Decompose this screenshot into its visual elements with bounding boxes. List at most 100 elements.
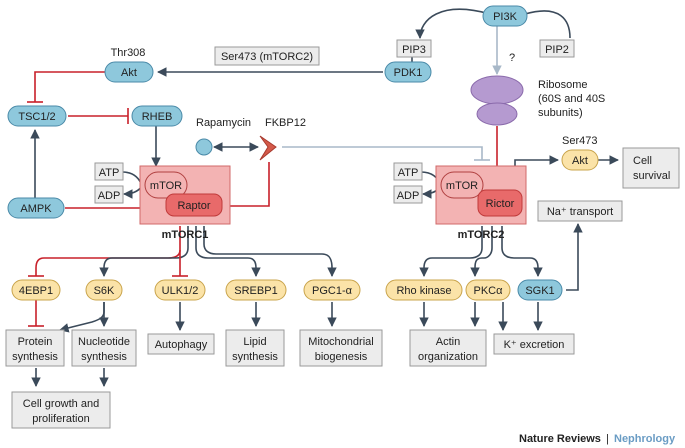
atp-left-label: ATP [99,167,120,179]
atp-right-label: ATP [398,167,419,179]
s6k-label: S6K [94,285,115,297]
pip2-label: PIP2 [545,44,569,56]
lipid-synthesis-box [225,329,285,367]
rapamycin-label: Rapamycin [196,117,251,129]
tsc-node [7,105,67,127]
k-excretion-label: K⁺ excretion [504,339,565,351]
mtorc1-to-pgc1a-arrow [203,226,337,277]
fkbp12-label: FKBP12 [265,117,306,129]
mito-biogenesis-box [299,329,383,367]
mtorc1-to-s6k-arrow [99,226,189,277]
mtorc2-label: mTORC2 [458,229,505,241]
akt-top-node [104,61,154,83]
autophagy-box [147,333,215,355]
protein-label-2: synthesis [12,351,58,363]
na-transport-label: Na⁺ transport [547,206,613,218]
akt-inhibits-tsc [34,71,105,102]
atp-use-curve [121,171,143,187]
protein-label-1: Protein [18,336,53,348]
nucleotide-label-2: synthesis [81,351,127,363]
nucleotide-label-1: Nucleotide [78,336,130,348]
raptor-node [165,193,223,217]
actin-label-1: Actin [436,336,460,348]
mito-label-1: Mitochondrial [308,336,373,348]
ribosome-label-2: (60S and 40S [538,93,605,105]
akt-right-label: Akt [572,155,588,167]
ampk-node [7,197,65,219]
actin-organization-box [409,329,487,367]
srebp1-label: SREBP1 [234,285,277,297]
atp-left-box [94,162,124,181]
mtor-left-node [144,171,188,199]
mtorc1-inhibits-4ebp1 [35,226,181,276]
4ebp1-label: 4EBP1 [19,285,53,297]
pi3k-arc-right [524,10,571,39]
pdk1-node [384,61,432,83]
unknown-link-label: ? [509,52,515,64]
ribosome-large-subunit [470,75,524,105]
akt-top-label: Akt [121,67,137,79]
rapamycin-molecule [195,138,213,156]
ulk-node [154,279,206,301]
ulk-label: ULK1/2 [162,285,199,297]
lipid-label-2: synthesis [232,351,278,363]
ser473-mtorc2-box [214,46,320,66]
s6k-node [85,279,123,301]
atp-right-box [393,162,423,181]
sgk1-node [517,279,563,301]
thr308-label: Thr308 [111,47,146,59]
pip2-box [539,39,575,58]
adp-left-label: ADP [98,190,121,202]
fkbp12-shape [259,135,277,161]
na-transport-box [537,200,623,222]
ribosome-small-subunit [476,102,518,126]
growth-label-1: Cell growth and [23,398,99,410]
ser473-right-label: Ser473 [562,135,597,147]
adp-left-box [94,185,124,204]
pdk1-label: PDK1 [394,67,423,79]
pkca-label: PKCα [474,285,504,297]
nucleotide-synthesis-box [71,329,137,367]
tsc-label: TSC1/2 [18,111,55,123]
adp-right-box [393,185,423,204]
4ebp1-node [11,279,61,301]
sgk1-to-na-transport-arrow [566,223,583,291]
cell-survival-box [622,147,680,189]
mito-label-2: biogenesis [315,351,368,363]
ampk-label: AMPK [20,203,52,215]
cell-survival-label-1: Cell [633,155,652,167]
ribosome-label-1: Ribosome [538,79,588,91]
mtorc2-to-sgk1-arrow [501,226,543,277]
mtor-left-label: mTOR [150,180,182,192]
mtorc2-to-rho-arrow [419,226,483,277]
mtorc2-to-pkca-arrow [470,226,493,277]
footer-journal: Nature Reviews [519,433,601,445]
sgk1-label: SGK1 [525,285,554,297]
rheb-node [131,105,183,127]
fkbp12-weak-inhibits-mtorc2 [282,146,483,160]
pkca-node [465,279,511,301]
rictor-label: Rictor [486,198,515,210]
ser473-mtorc2-label: Ser473 (mTORC2) [221,51,313,63]
mtor-right-node [440,171,484,199]
cell-survival-label-2: survival [633,170,670,182]
protein-synthesis-box [5,329,65,367]
rictor-node [477,189,523,217]
rho-kinase-node [385,279,463,301]
rho-kinase-label: Rho kinase [396,285,451,297]
rheb-label: RHEB [142,111,173,123]
akt-right-node [561,149,599,171]
growth-label-2: proliferation [32,413,89,425]
footer-separator: | [606,433,609,445]
mtor-right-label: mTOR [446,180,478,192]
autophagy-label: Autophagy [155,339,208,351]
mtorc1-to-srebp1-arrow [195,226,261,277]
pi3k-label: PI3K [493,11,518,23]
ribosome-label-3: subunits) [538,107,583,119]
pip2-to-pip3-arc-left [415,8,491,39]
pip3-label: PIP3 [402,44,426,56]
pip3-box [396,39,432,58]
mtorc1-label: mTORC1 [162,229,209,241]
raptor-label: Raptor [177,200,210,212]
